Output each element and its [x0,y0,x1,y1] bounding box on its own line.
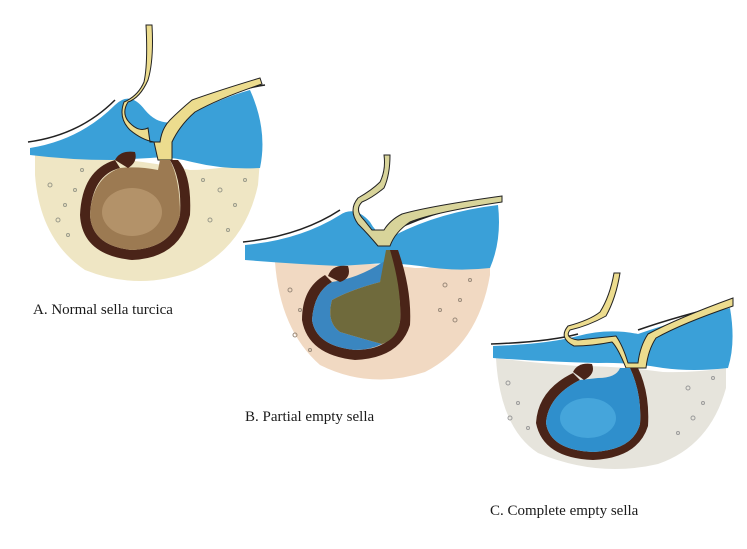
caption-partial-empty-sella: B. Partial empty sella [245,409,375,425]
pituitary-stalk [121,24,263,161]
sella-dura [80,160,191,260]
panel-partial-empty-sella [240,150,505,390]
sella-dura [536,368,649,460]
gland-highlight [102,188,162,236]
csf-filled-sella [312,260,386,350]
normal-sella-illustration [27,24,266,281]
flattened-pituitary [330,250,401,344]
caption-complete-empty-sella: C. Complete empty sella [490,503,639,519]
bone-texture [287,278,472,352]
caption-normal-sella: A. Normal sella turcica [33,302,173,318]
clinoid-process [328,265,349,282]
panel-complete-empty-sella [488,268,738,478]
pituitary-stalk [352,154,503,247]
panel-normal-sella [20,20,270,290]
complete-empty-sella-illustration [490,272,734,470]
clinoid-process [573,363,593,380]
sella-dura [302,250,411,360]
partial-empty-sella-illustration [242,154,503,380]
clinoid-process [115,151,136,168]
csf-highlight [560,398,616,438]
bone-texture [47,168,247,237]
bone-texture [505,376,715,435]
pituitary-stalk [563,272,734,369]
